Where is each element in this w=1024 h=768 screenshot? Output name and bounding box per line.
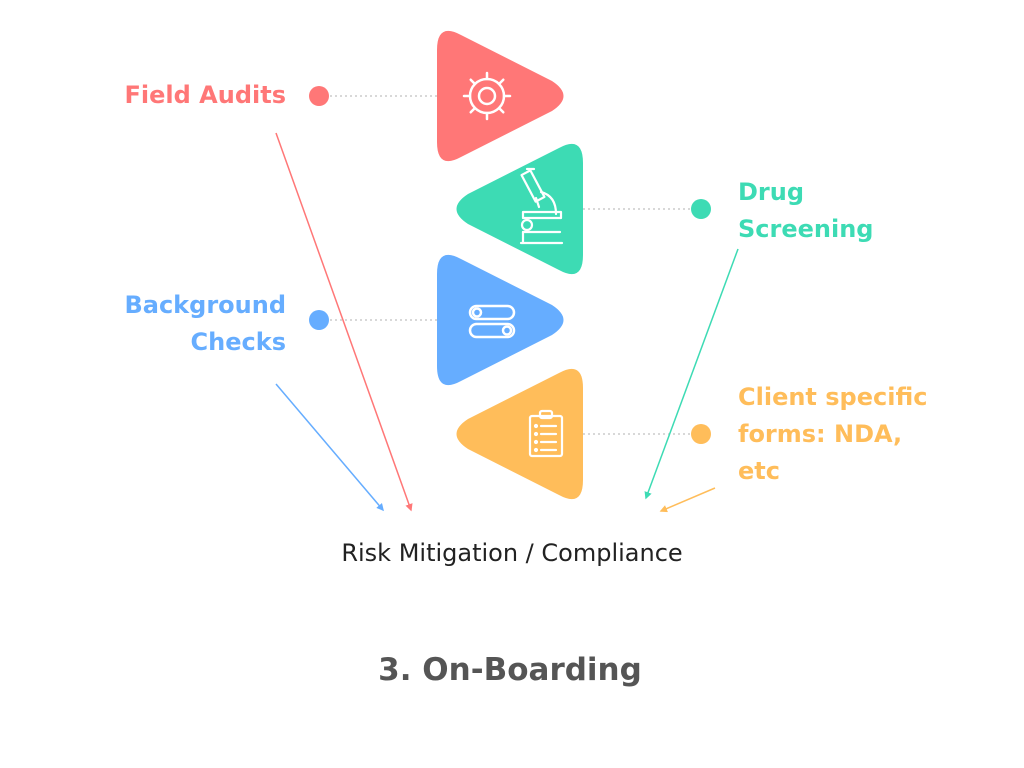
page-title: 3. On-Boarding [378, 652, 642, 688]
toggle-switches-icon [468, 304, 516, 339]
label-drug-screening: Drug Screening [738, 174, 873, 248]
label-line: forms: NDA, [738, 420, 903, 448]
label-line: Client specific [738, 383, 928, 411]
dot-client-forms [691, 424, 711, 444]
dot-drug-screening [691, 199, 711, 219]
dot-background-checks [309, 310, 329, 330]
label-line: Field Audits [124, 81, 286, 109]
clipboard-icon [528, 409, 564, 458]
label-field-audits: Field Audits [125, 77, 286, 114]
triangle-drug-screening [456, 143, 583, 275]
triangle-client-forms [456, 368, 583, 500]
label-line: Checks [190, 328, 286, 356]
label-background-checks: Background Checks [124, 287, 286, 361]
label-line: Screening [738, 215, 874, 243]
arrow-background-checks [275, 383, 384, 512]
label-client-forms: Client specific forms: NDA, etc [738, 379, 927, 490]
label-line: Drug [738, 178, 805, 206]
label-line: Background [124, 291, 286, 319]
arrow-client-forms [659, 487, 716, 513]
label-line: etc [738, 457, 780, 485]
microscope-icon [519, 167, 564, 245]
dot-field-audits [309, 86, 329, 106]
arrow-field-audits [275, 132, 413, 512]
gear-icon [462, 71, 512, 121]
diagram-caption: Risk Mitigation / Compliance [341, 539, 683, 567]
triangle-field-audits [437, 30, 564, 162]
arrow-drug-screening [644, 248, 739, 500]
